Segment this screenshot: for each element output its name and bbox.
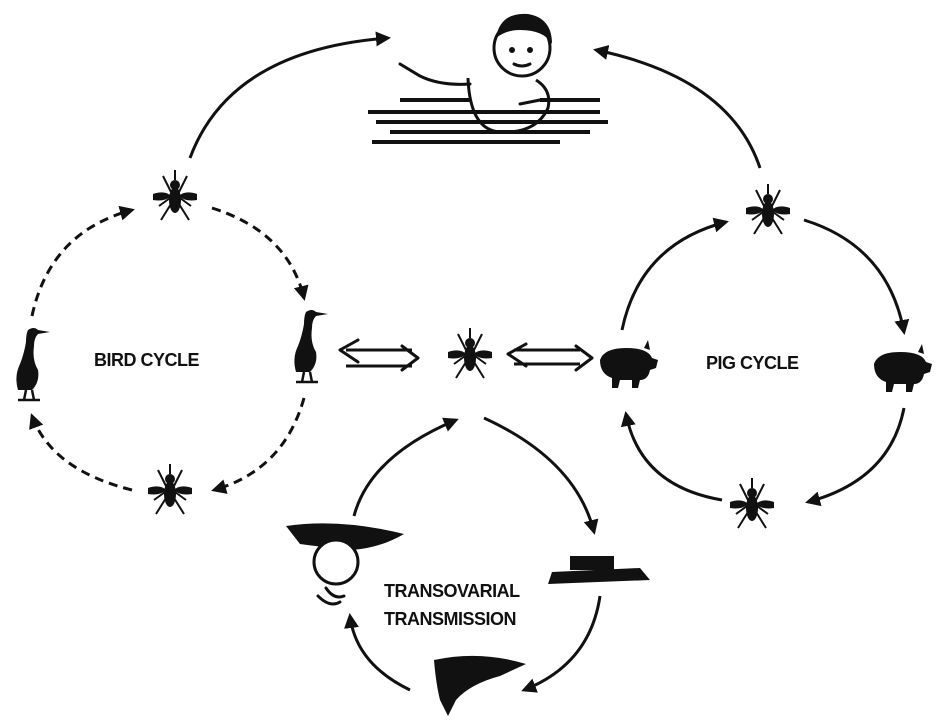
mosquito-icon [148, 464, 192, 514]
heron-icon [16, 328, 50, 400]
pig-cycle-label: PIG CYCLE [706, 353, 799, 373]
mosquito-icon [448, 328, 492, 378]
exchange-arrow-pig [508, 344, 592, 370]
mosquito-icon [746, 184, 790, 234]
pig-icon [600, 340, 658, 388]
mosquito-icon [153, 170, 197, 220]
larva-icon [548, 556, 650, 584]
bird-cycle-label: BIRD CYCLE [94, 350, 199, 370]
mosquito-icon [730, 478, 774, 528]
human-icon [368, 14, 608, 142]
pupa-icon [434, 656, 526, 716]
heron-icon [294, 310, 328, 382]
pig-icon [874, 344, 932, 392]
transovarial-label-line1: TRANSOVARIAL [384, 581, 520, 601]
transovarial-label-line2: TRANSMISSION [384, 609, 516, 629]
exchange-arrow-bird [340, 340, 418, 370]
